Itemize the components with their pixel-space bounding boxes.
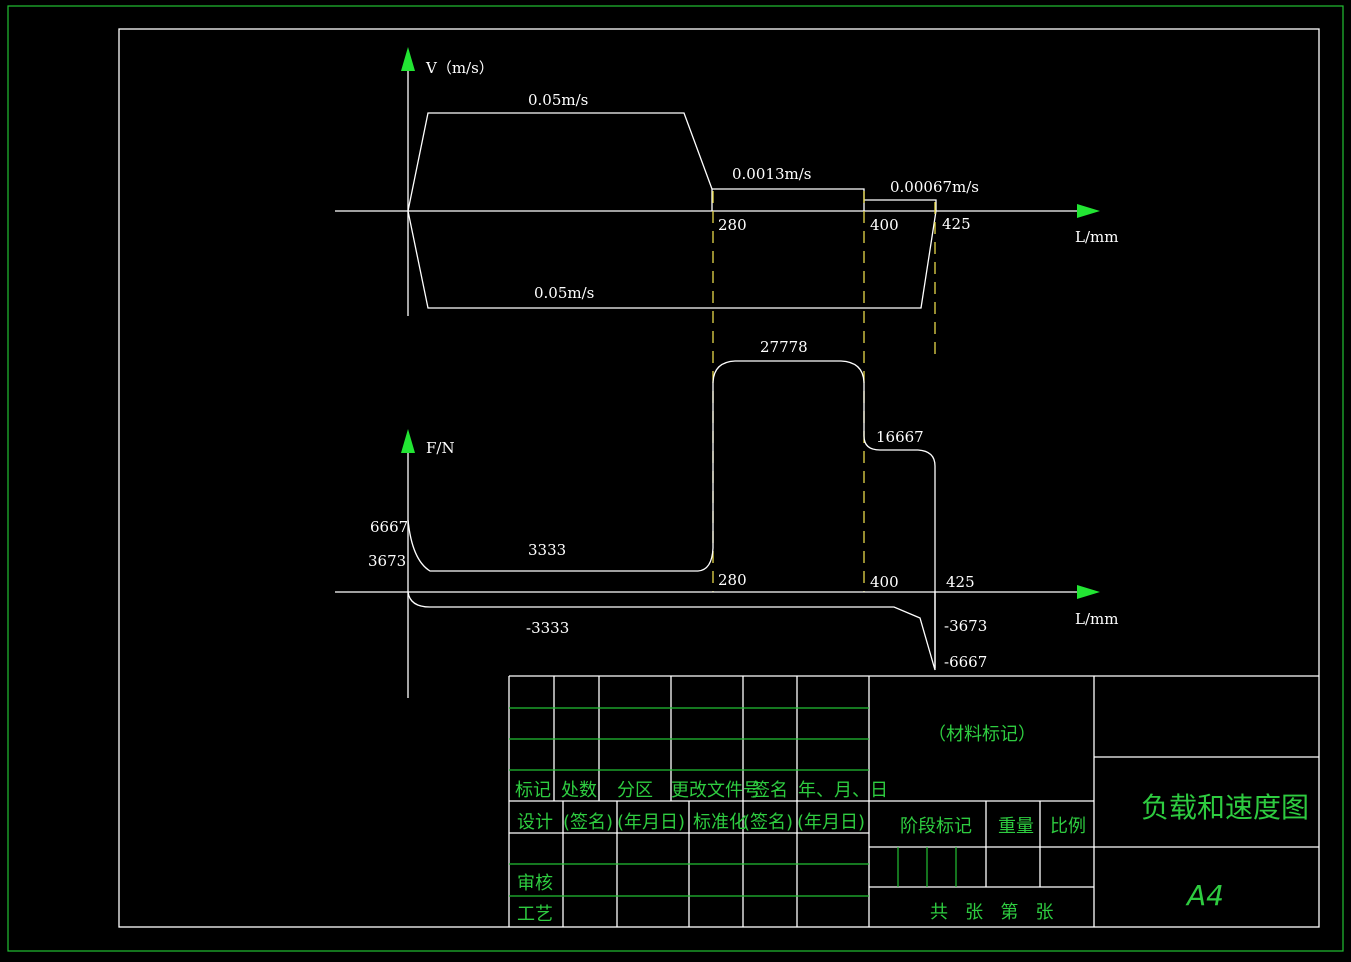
f-label-27778: 27778 — [760, 338, 808, 356]
l-axis-label-bottom: L/mm — [1075, 610, 1118, 628]
f-label-3333: 3333 — [528, 541, 566, 559]
v-forward-fast — [407, 112, 713, 212]
v-axis-arrow-icon — [401, 47, 415, 71]
f-tick-425: 425 — [946, 573, 975, 591]
hdr-docno: 更改文件号 — [671, 780, 761, 801]
row-standard-sign: (签名) — [743, 812, 793, 833]
hdr-sign: 签名 — [752, 780, 788, 801]
f-forward — [407, 360, 936, 592]
velocity-chart: V（m/s） 0.05m/s 0.0013m/s 0.00067m/s 280 … — [335, 47, 1118, 316]
v-return-label: 0.05m/s — [534, 284, 594, 302]
v-axis-label: V（m/s） — [425, 59, 494, 77]
row-design: 设计 — [517, 812, 553, 833]
inner-frame — [118, 28, 1320, 928]
f-axis-label: F/N — [426, 439, 455, 457]
material-mark: （材料标记） — [928, 724, 1036, 745]
f-return — [407, 591, 936, 671]
f-tick-280: 280 — [718, 571, 747, 589]
v-forward-slow1 — [712, 188, 865, 211]
weight: 重量 — [998, 816, 1034, 837]
f-axis-arrow-icon — [401, 429, 415, 453]
construction-lines — [712, 191, 936, 592]
f-label-3673: 3673 — [368, 552, 406, 570]
l-axis-label-top: L/mm — [1075, 228, 1118, 246]
row-standard-date: (年月日) — [797, 812, 865, 833]
drawing-title: 负载和速度图 — [1141, 791, 1309, 824]
f-tick-400: 400 — [870, 573, 899, 591]
hdr-zone: 分区 — [617, 780, 653, 801]
row-design-date: (年月日) — [617, 812, 685, 833]
sheet-count: 共 张 第 张 — [930, 902, 1054, 923]
l-axis-arrow-bottom-icon — [1077, 585, 1100, 599]
f-label-6667: 6667 — [370, 518, 408, 536]
force-chart: F/N 6667 3673 3333 27778 16667 280 400 4… — [335, 338, 1118, 698]
v-tick-280: 280 — [718, 216, 747, 234]
v-seg3-label: 0.00067m/s — [890, 178, 979, 196]
row-process: 工艺 — [517, 904, 553, 925]
scale: 比例 — [1050, 816, 1086, 837]
sheet-size: A4 — [1185, 879, 1224, 912]
v-tick-425: 425 — [942, 215, 971, 233]
v-seg1-label: 0.05m/s — [528, 91, 588, 109]
f-label-16667: 16667 — [876, 428, 924, 446]
v-tick-400: 400 — [870, 216, 899, 234]
row-design-sign: (签名) — [563, 812, 613, 833]
f-label-neg3333: -3333 — [526, 619, 569, 637]
row-review: 审核 — [517, 873, 553, 894]
v-return — [407, 210, 937, 309]
f-label-neg3673: -3673 — [944, 617, 987, 635]
outer-frame — [7, 5, 1344, 952]
f-label-neg6667: -6667 — [944, 653, 987, 671]
hdr-date: 年、月、日 — [798, 780, 888, 801]
v-forward-slow2 — [864, 199, 937, 211]
stage-mark: 阶段标记 — [900, 816, 972, 837]
hdr-count: 处数 — [561, 780, 597, 801]
row-standard: 标准化 — [693, 812, 747, 833]
v-seg2-label: 0.0013m/s — [732, 165, 811, 183]
l-axis-arrow-top-icon — [1077, 204, 1100, 218]
title-block: （材料标记） 负载和速度图 A4 标记 处数 分区 更改文件号 签名 年、月、日… — [508, 675, 1319, 927]
hdr-mark: 标记 — [515, 780, 551, 801]
